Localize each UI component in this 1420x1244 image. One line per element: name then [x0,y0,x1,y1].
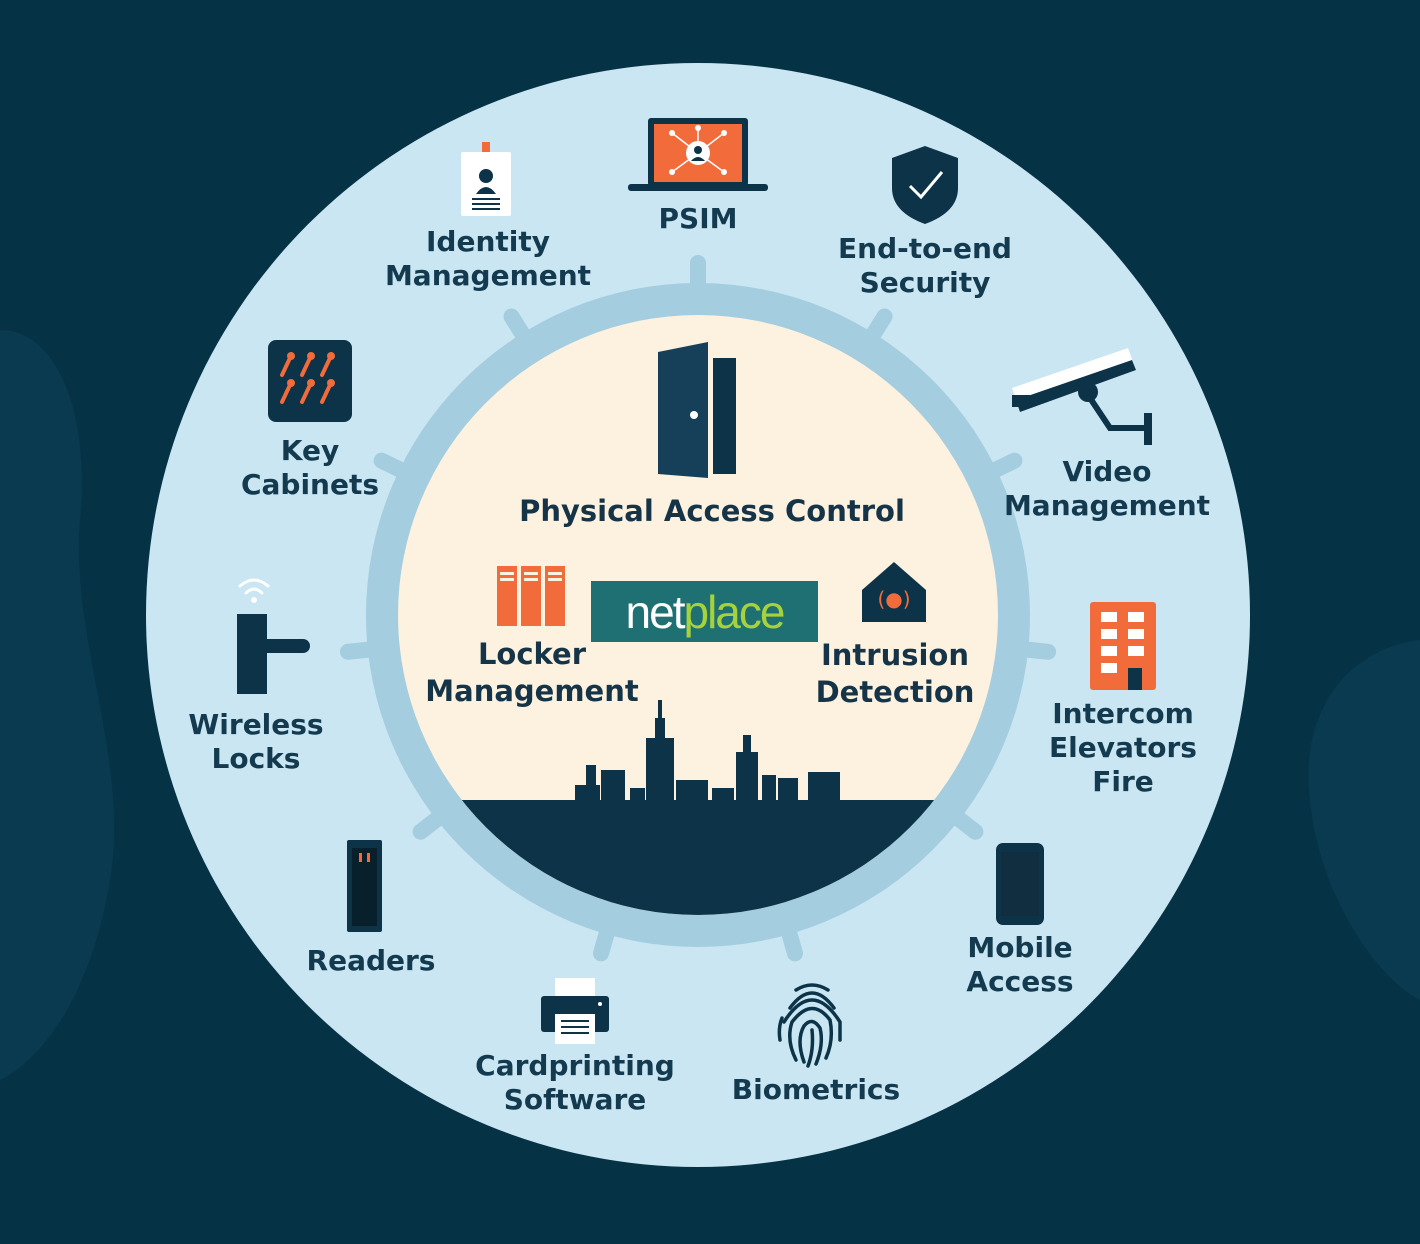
end-to-end-security-label: End-to-end Security [838,232,1012,299]
building-icon [1090,602,1156,690]
key-cabinet-icon [268,340,352,422]
cardprinting-software-label: Cardprinting Software [475,1049,675,1116]
psim-label: PSIM [658,202,738,235]
intercom-elevators-fire-label: Intercom Elevators Fire [1049,697,1197,798]
background-wave-right [1308,640,1420,1000]
wireless-lock-icon [237,578,310,694]
shield-check-icon [892,146,958,224]
locker-icon [497,566,565,626]
intrusion-detection-label: Intrusion Detection [815,638,975,709]
mobile-access-label: Mobile Access [966,931,1074,998]
video-management-label: Video Management [1003,455,1211,522]
locker-management-label: Locker Management [425,637,639,708]
fingerprint-icon [777,983,842,1068]
identity-management-label: Identity Management [384,225,592,292]
alarm-icon: (●) [862,562,926,622]
biometrics-label: Biometrics [731,1073,901,1106]
wireless-locks-label: Wireless Locks [188,708,324,775]
readers-label: Readers [306,944,436,977]
door-icon [658,342,736,478]
background-wave-left [0,330,115,1080]
laptop-network-icon [628,118,768,191]
center-title: Physical Access Control [519,494,905,528]
id-badge-icon [461,142,511,216]
card-reader-icon [347,840,382,932]
key-cabinets-label: Key Cabinets [240,434,380,501]
svg-text:(●): (●) [877,587,910,611]
printer-icon [541,978,609,1044]
cctv-camera-icon [1012,348,1152,445]
smartphone-icon [996,843,1044,925]
